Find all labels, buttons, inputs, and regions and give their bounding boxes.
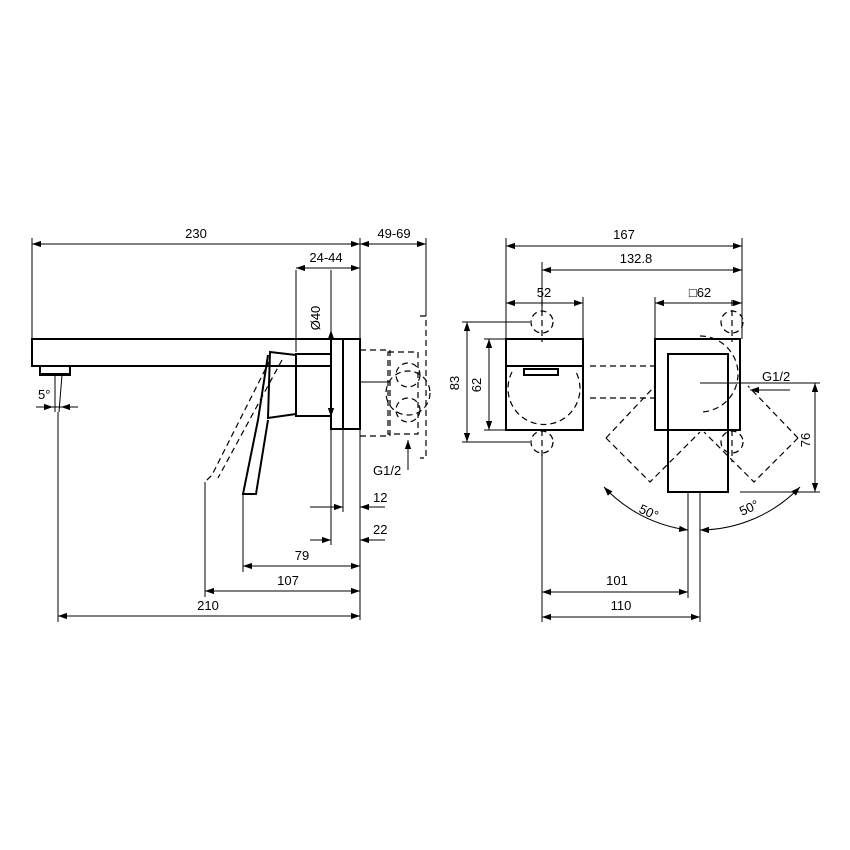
dim-plate-range: 24-44: [309, 250, 342, 265]
dim-spout-angle: 5°: [38, 387, 50, 402]
dim-107: 107: [277, 573, 299, 588]
label-connection-front: G1/2: [762, 369, 790, 384]
dim-offset: 76: [798, 433, 813, 447]
mixer-body: [295, 338, 361, 430]
dim-79: 79: [295, 548, 309, 563]
spout-angle-dimension: 5°: [36, 374, 78, 413]
dim-angle-left: 50°: [637, 501, 661, 523]
dim-angle-right: 50°: [737, 497, 761, 519]
wall-box: [360, 315, 431, 459]
dim-inner-height: 62: [469, 378, 484, 392]
dim-height: 83: [447, 376, 462, 390]
diameter-dimension: Ø40: [295, 270, 335, 417]
dim-22: 22: [373, 522, 387, 537]
rotation-angle-dimension: 50° 50°: [603, 486, 801, 622]
spout-body: [31, 338, 332, 376]
lever-handle: [204, 350, 297, 495]
dim-plate-width: 52: [537, 285, 551, 300]
dim-square: □62: [689, 285, 711, 300]
dim-101: 101: [606, 573, 628, 588]
dim-12: 12: [373, 490, 387, 505]
mixer-plate: [590, 300, 799, 493]
dim-210: 210: [197, 598, 219, 613]
dim-total-width: 167: [613, 227, 635, 242]
label-connection-side: G1/2: [373, 463, 401, 478]
spout-plate: [505, 300, 584, 460]
dim-110: 110: [611, 598, 632, 613]
dim-diameter: Ø40: [308, 306, 323, 331]
front-view: 167 132.8 52 □62 83 62 G1/2 76: [447, 227, 820, 622]
dim-center-distance: 132.8: [620, 251, 653, 266]
dim-overall-length: 230: [185, 226, 207, 241]
dim-wall-range: 49-69: [377, 226, 410, 241]
side-view: Ø40 230 49-69 24-44 5° G1/2: [31, 226, 431, 622]
